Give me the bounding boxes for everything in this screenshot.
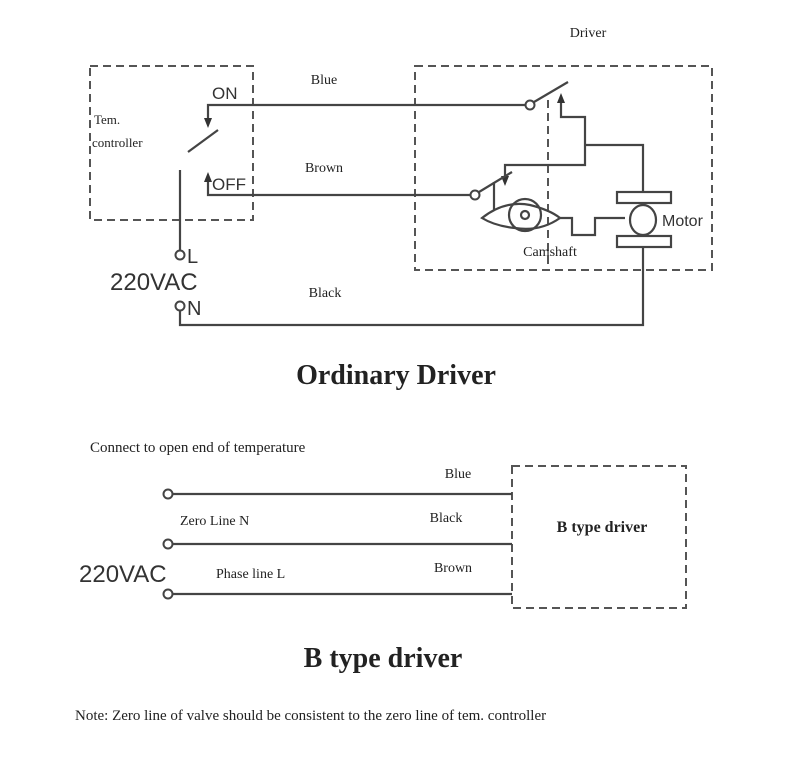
blue-label: Blue <box>445 467 471 482</box>
b-type-driver-diagram: Connect to open end of temperature Blue … <box>79 440 687 674</box>
terminal-l <box>162 588 174 600</box>
motor-label: Motor <box>662 213 704 230</box>
blue-wire <box>206 103 525 118</box>
voltage-label: 220VAC <box>110 269 198 296</box>
motor-brush-bottom <box>615 234 673 249</box>
off-label: OFF <box>212 175 246 194</box>
motor-brush-top <box>615 190 673 205</box>
terminal-l <box>174 249 186 261</box>
on-label: ON <box>212 84 238 103</box>
black-label: Black <box>430 511 463 526</box>
terminal-n <box>174 300 186 312</box>
driver-internal-wire <box>503 103 587 178</box>
zero-line-label: Zero Line N <box>180 514 249 529</box>
blue-label: Blue <box>311 73 337 88</box>
camshaft-hub <box>519 209 531 221</box>
voltage-label: 220VAC <box>79 561 167 588</box>
ordinary-driver-title: Ordinary Driver <box>296 360 496 391</box>
driver-switch-bottom-arm <box>478 171 513 193</box>
connect-note: Connect to open end of temperature <box>90 440 306 456</box>
driver-switch-top-contact <box>524 99 536 111</box>
phase-line-label: Phase line L <box>216 567 285 582</box>
temperature-controller-box <box>89 65 254 221</box>
driver-label: Driver <box>570 26 607 41</box>
driver-switch-top-arm <box>533 81 569 103</box>
driver-switch-bottom-contact <box>469 189 481 201</box>
brown-label: Brown <box>434 561 472 576</box>
arrow-down-icon <box>204 118 212 128</box>
ordinary-driver-diagram: Driver Tem. controller ON OFF Blue Brown… <box>89 26 713 391</box>
terminal-blue <box>162 488 174 500</box>
camshaft-wheel <box>507 197 543 233</box>
arrow-up-icon <box>557 93 565 103</box>
motor-feed-wire <box>585 143 645 192</box>
b-type-box-label: B type driver <box>557 519 648 536</box>
note-text: Note: Zero line of valve should be consi… <box>75 708 546 724</box>
l-label: L <box>187 246 198 268</box>
brown-label: Brown <box>305 161 343 176</box>
n-label: N <box>187 298 201 320</box>
b-type-driver-box <box>511 465 687 609</box>
driver-box <box>414 65 713 271</box>
arrow-up-icon <box>204 172 212 182</box>
black-wire <box>178 247 645 327</box>
motor-icon <box>628 203 658 237</box>
controller-label-line2: controller <box>92 135 143 150</box>
camshaft-linkage <box>560 216 625 237</box>
black-label: Black <box>309 286 342 301</box>
terminal-n <box>162 538 174 550</box>
b-type-driver-title: B type driver <box>304 643 463 674</box>
camshaft-label: Camshaft <box>523 245 577 260</box>
controller-label-line1: Tem. <box>94 112 120 127</box>
brown-wire <box>206 180 470 197</box>
controller-switch-arm <box>187 129 219 153</box>
